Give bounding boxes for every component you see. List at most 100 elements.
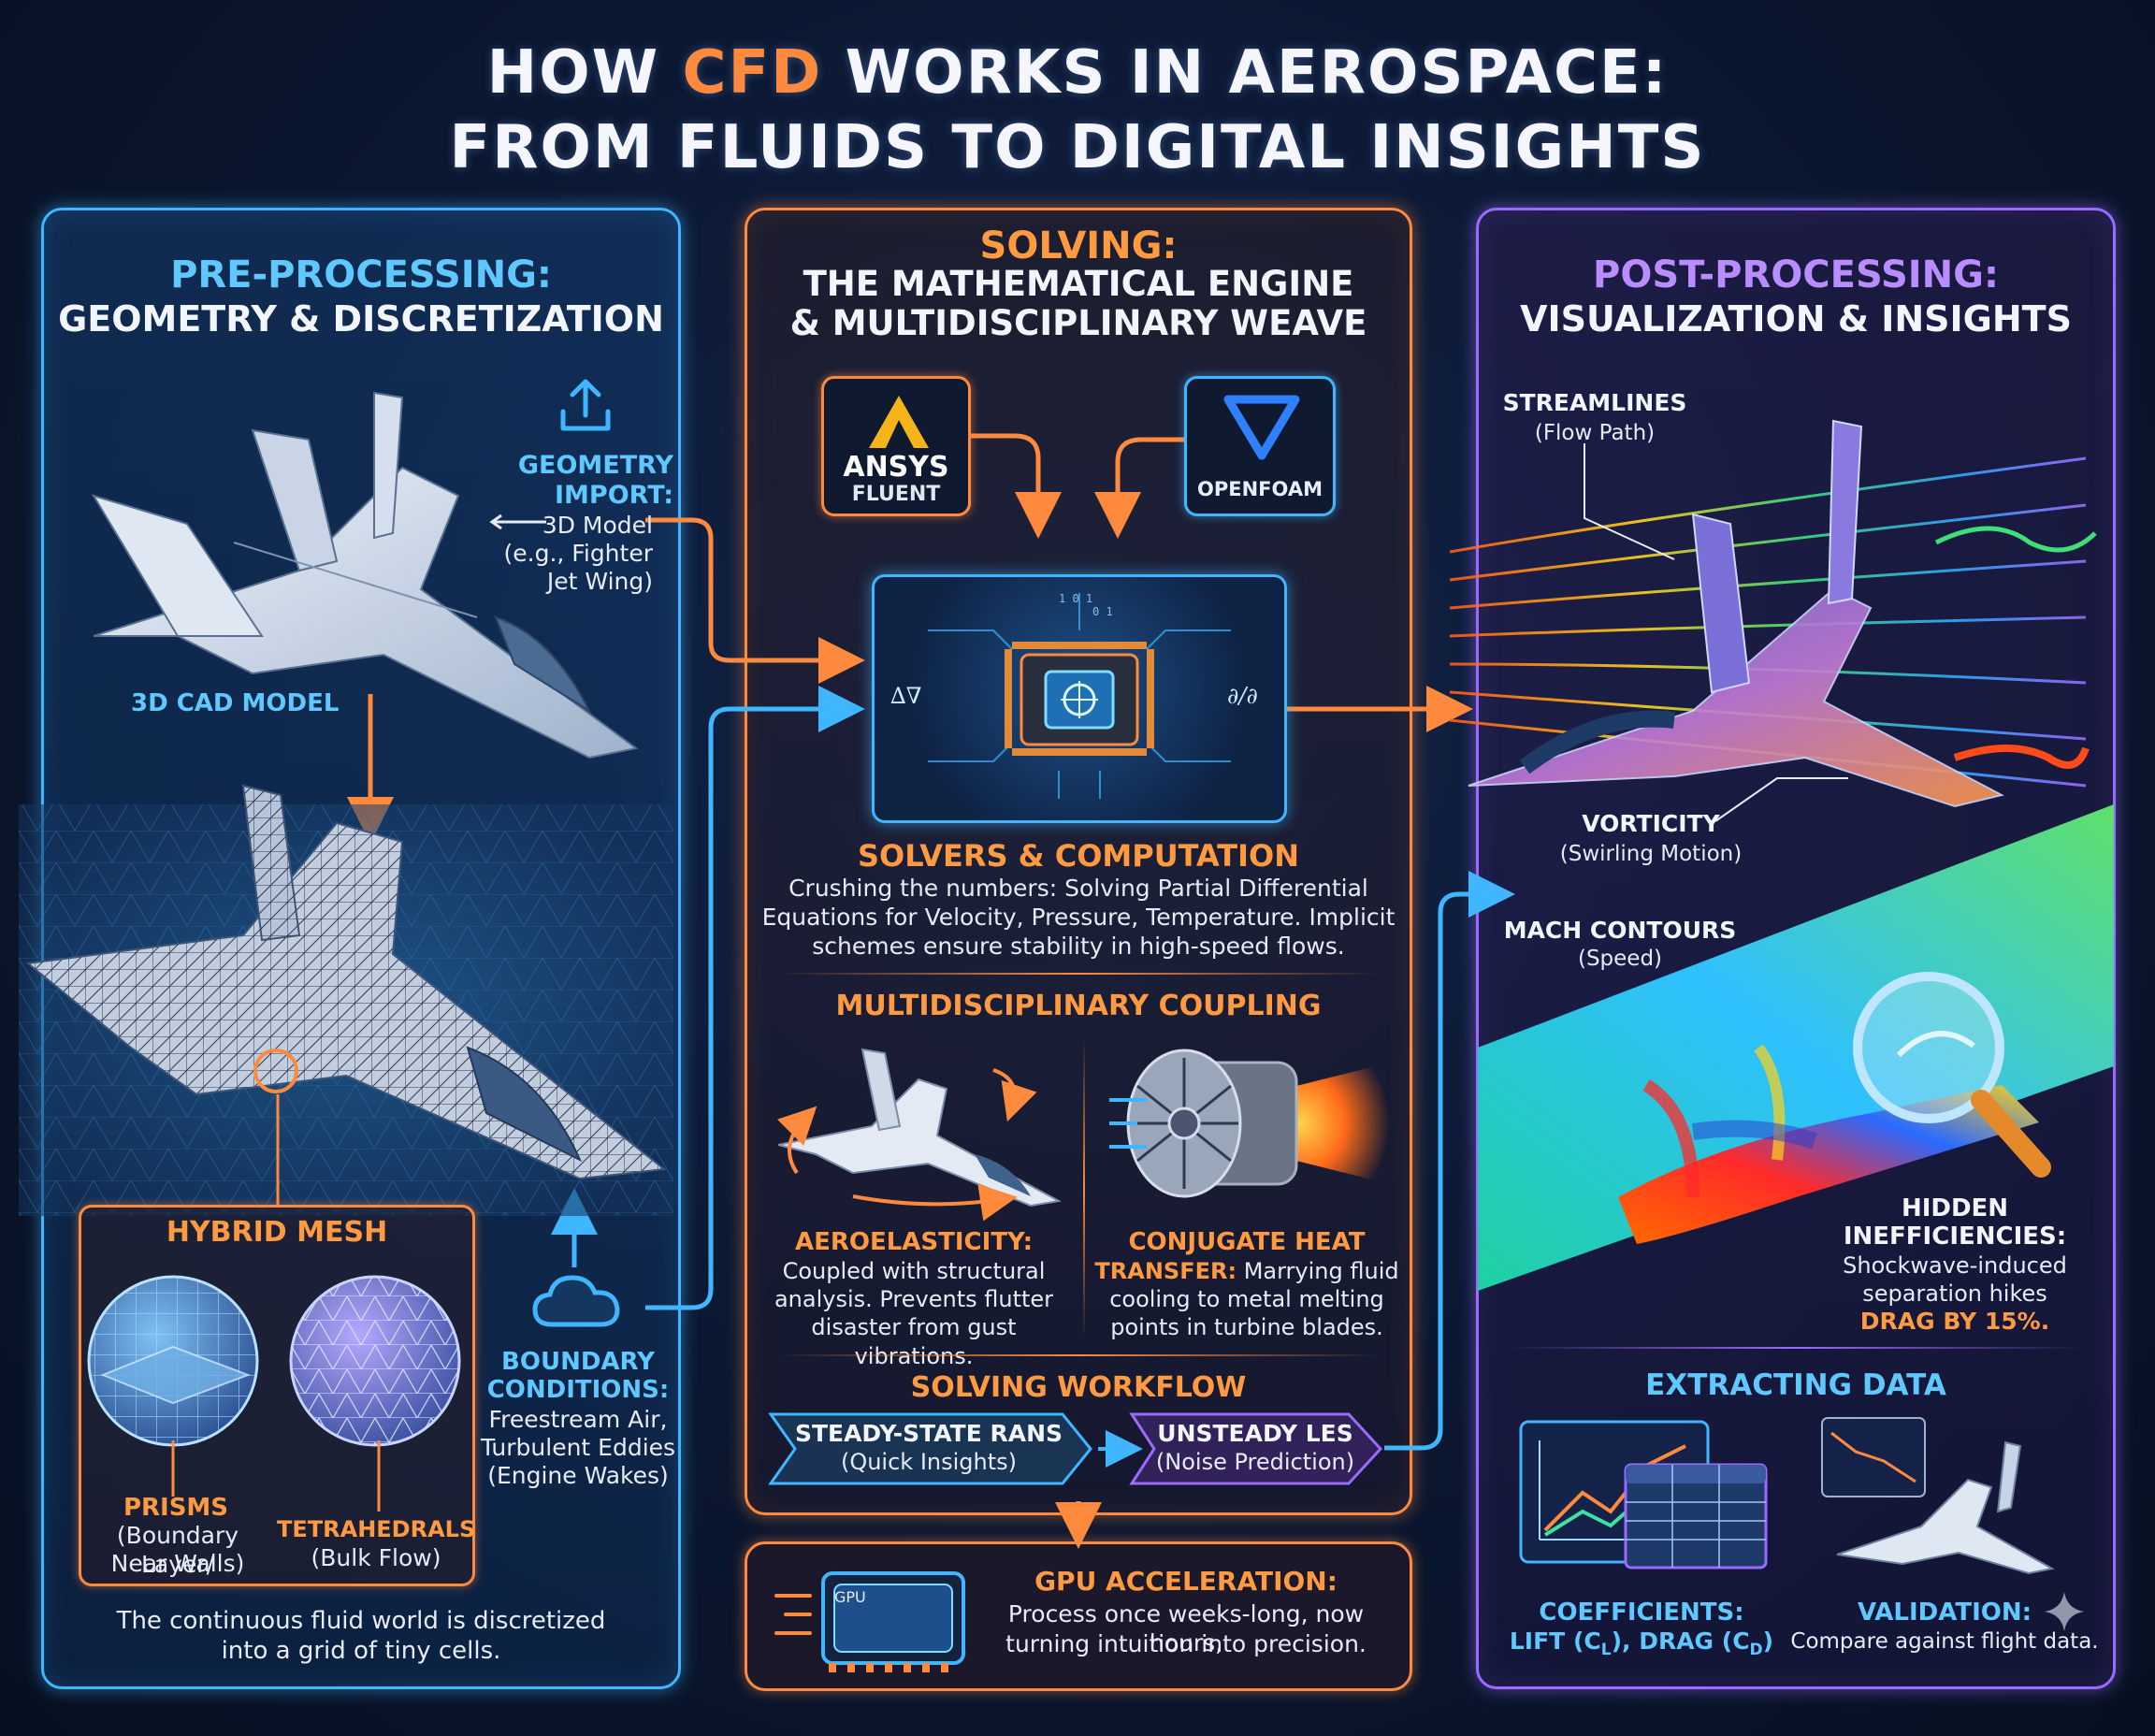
gpu-line1: Process once weeks-long, now hours, [1007,1600,1365,1656]
cht-line2: cooling to metal melting [1109,1286,1384,1312]
pre-subheading: GEOMETRY & DISCRETIZATION [58,298,664,340]
magnifier-icon [1853,972,2051,1178]
pre-footer-line1: The continuous fluid world is discretize… [116,1607,606,1635]
svg-text:0 1: 0 1 [1092,605,1113,618]
openfoam-logo-icon [1223,395,1300,460]
geometry-import-line1: 3D Model [542,512,653,539]
mach-title: MACH CONTOURS [1503,917,1737,944]
post-subheading: VISUALIZATION & INSIGHTS [1520,298,2072,340]
hidden-line3: DRAG BY 15%. [1859,1308,2050,1335]
workflow-chevrons [768,1412,1383,1485]
hybrid-mesh-title: HYBRID MESH [166,1216,388,1249]
tetra-leader [377,1440,381,1512]
pre-heading: PRE-PROCESSING: [170,253,552,297]
boundary-line2: Turbulent Eddies [480,1434,676,1461]
les-title: UNSTEADY LES [1157,1420,1353,1447]
tetrahedrals-title: TETRAHEDRALS [277,1516,476,1542]
coef-lift-sub: L [1600,1641,1612,1659]
coefficients-title: COEFFICIENTS: [1539,1599,1744,1627]
ansys-fluent-card: ANSYS FLUENT [821,376,971,516]
solvers-line2: Equations for Velocity, Pressure, Temper… [761,904,1396,931]
aeroelastic-jet-icon [776,1048,1063,1222]
gpu-line2: turning intuition into precision. [1005,1630,1367,1657]
turbine-icon [1109,1049,1390,1198]
validation-line1: Compare against flight data. [1790,1629,2099,1654]
solving-subheading-2: & MULTIDISCIPLINARY WEAVE [789,303,1367,343]
geometry-import-title: GEOMETRY IMPORT: [517,451,673,510]
vorticity-subtitle: (Swirling Motion) [1559,842,1743,866]
solvers-title: SOLVERS & COMPUTATION [857,838,1300,874]
title-line1-post: WORKS IN AEROSPACE: [822,38,1669,108]
coef-drag-label: ), DRAG (C [1611,1628,1750,1655]
tetrahedrals-icon [289,1275,461,1447]
mesh-zoom-line [276,1094,280,1207]
gpu-icon [774,1571,965,1672]
cloud-icon [532,1275,620,1327]
aeroelasticity-line2: analysis. Prevents flutter [774,1286,1054,1312]
tetrahedrals-line1: (Bulk Flow) [311,1544,441,1571]
svg-text:1 0 1: 1 0 1 [1059,592,1092,605]
chip-icon: 1 0 10 1 [928,592,1231,799]
geometry-import-line2: (e.g., Fighter [503,540,653,567]
gpu-title: GPU ACCELERATION: [1034,1566,1338,1597]
gpu-badge-label: GPU [834,1588,866,1606]
mach-subtitle: (Speed) [1577,947,1663,971]
rans-title: STEADY-STATE RANS [794,1420,1063,1447]
boundary-line1: Freestream Air, [488,1406,668,1433]
solving-heading: SOLVING: [979,224,1178,268]
geometry-import-line3: Jet Wing) [546,568,653,595]
rans-subtitle: (Quick Insights) [840,1449,1018,1475]
title-line1-highlight: CFD [682,38,823,108]
extract-title: EXTRACTING DATA [1645,1368,1946,1402]
post-divider [1508,1347,2084,1349]
mach-contour-band [1478,804,2114,1291]
cht-title-2: TRANSFER: [1094,1258,1237,1284]
upload-icon [560,379,611,431]
solving-divider-1 [776,973,1381,975]
hidden-title-1: HIDDEN [1901,1194,2009,1222]
chip-equation-right: ∂/∂ [1227,683,1258,709]
page-title: HOW CFD WORKS IN AEROSPACE: [0,36,2155,110]
solvers-line1: Crushing the numbers: Solving Partial Di… [788,875,1368,902]
prisms-icon [87,1275,259,1447]
openfoam-name: OPENFOAM [1197,478,1323,500]
rans-chevron [768,1412,1092,1485]
cht-line1-text: Marrying fluid [1237,1258,1399,1284]
validation-title: VALIDATION: [1857,1599,2032,1627]
coef-lift-label: LIFT (C [1509,1628,1601,1655]
solving-divider-2 [776,1354,1381,1356]
geometry-pointer-arrow [489,514,546,530]
vorticity-leader [1714,777,1848,822]
workflow-title: SOLVING WORKFLOW [910,1371,1247,1404]
hidden-title-2: INEFFICIENCIES: [1843,1222,2067,1251]
prisms-title: PRISMS [123,1494,229,1522]
aeroelasticity-title: AEROELASTICITY: [794,1228,1034,1256]
arrow-openfoam-to-chip [1094,437,1184,539]
arrow-ansys-to-chip [971,433,1062,539]
cht-line3: points in turbine blades. [1110,1314,1383,1340]
fluent-name: FLUENT [851,483,941,506]
ansys-logo-icon [869,396,929,448]
mesh-jet-model [19,784,673,1216]
les-chevron [1129,1412,1383,1485]
ansys-name: ANSYS [843,451,949,484]
cht-line1: TRANSFER: Marrying fluid [1092,1257,1401,1286]
hidden-line1: Shockwave-induced [1843,1252,2067,1279]
arrow-les-to-mach [1384,871,1515,1451]
chip-equation-left: ∆∇ [890,683,922,709]
pre-footer-line2: into a grid of tiny cells. [221,1637,501,1665]
streamline-jet-visual [1449,419,2097,808]
streamlines-subtitle: (Flow Path) [1534,421,1656,445]
coefficients-line: LIFT (CL), DRAG (CD) [1497,1628,1786,1664]
sparkle-icon [2045,1592,2084,1631]
hidden-line2: separation hikes [1862,1280,2047,1307]
boundary-title-1: BOUNDARY [501,1348,655,1376]
openfoam-card: OPENFOAM [1184,376,1336,516]
boundary-title-2: CONDITIONS: [486,1376,670,1404]
table-icon [1624,1463,1768,1570]
solvers-line3: schemes ensure stability in high-speed f… [812,933,1345,960]
arrow-geometry-to-solver [645,517,865,684]
cad-jet-model [91,391,639,760]
cad-model-label: 3D CAD MODEL [131,689,340,717]
